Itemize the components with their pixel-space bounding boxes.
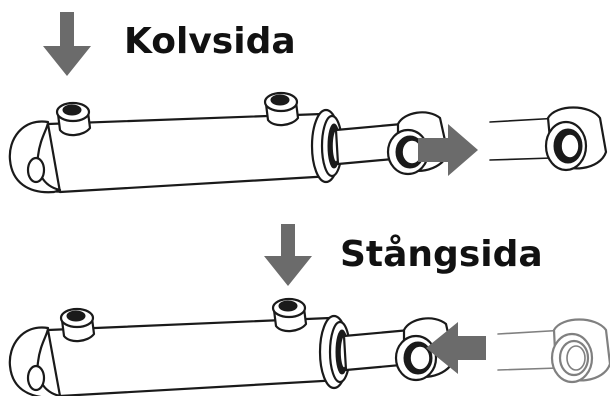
right-arrow-icon [418,124,478,176]
port-left-bottom [59,307,96,343]
cylinder-top [8,12,608,194]
left-arrow-icon [426,322,486,374]
down-arrow-icon [43,12,91,76]
cylinder-bottom [8,224,610,400]
port-left-top [55,101,92,137]
label-kolvsida: Kolvsida [124,21,296,62]
label-stangsida: Stångsida [340,234,543,275]
cylinder-barrel [8,316,342,400]
port-right-bottom [271,297,308,333]
port-right-top [263,91,300,127]
down-arrow-icon [264,224,312,286]
rod-end-detached-bottom [497,318,610,384]
rod-end-detached-top [489,106,608,172]
